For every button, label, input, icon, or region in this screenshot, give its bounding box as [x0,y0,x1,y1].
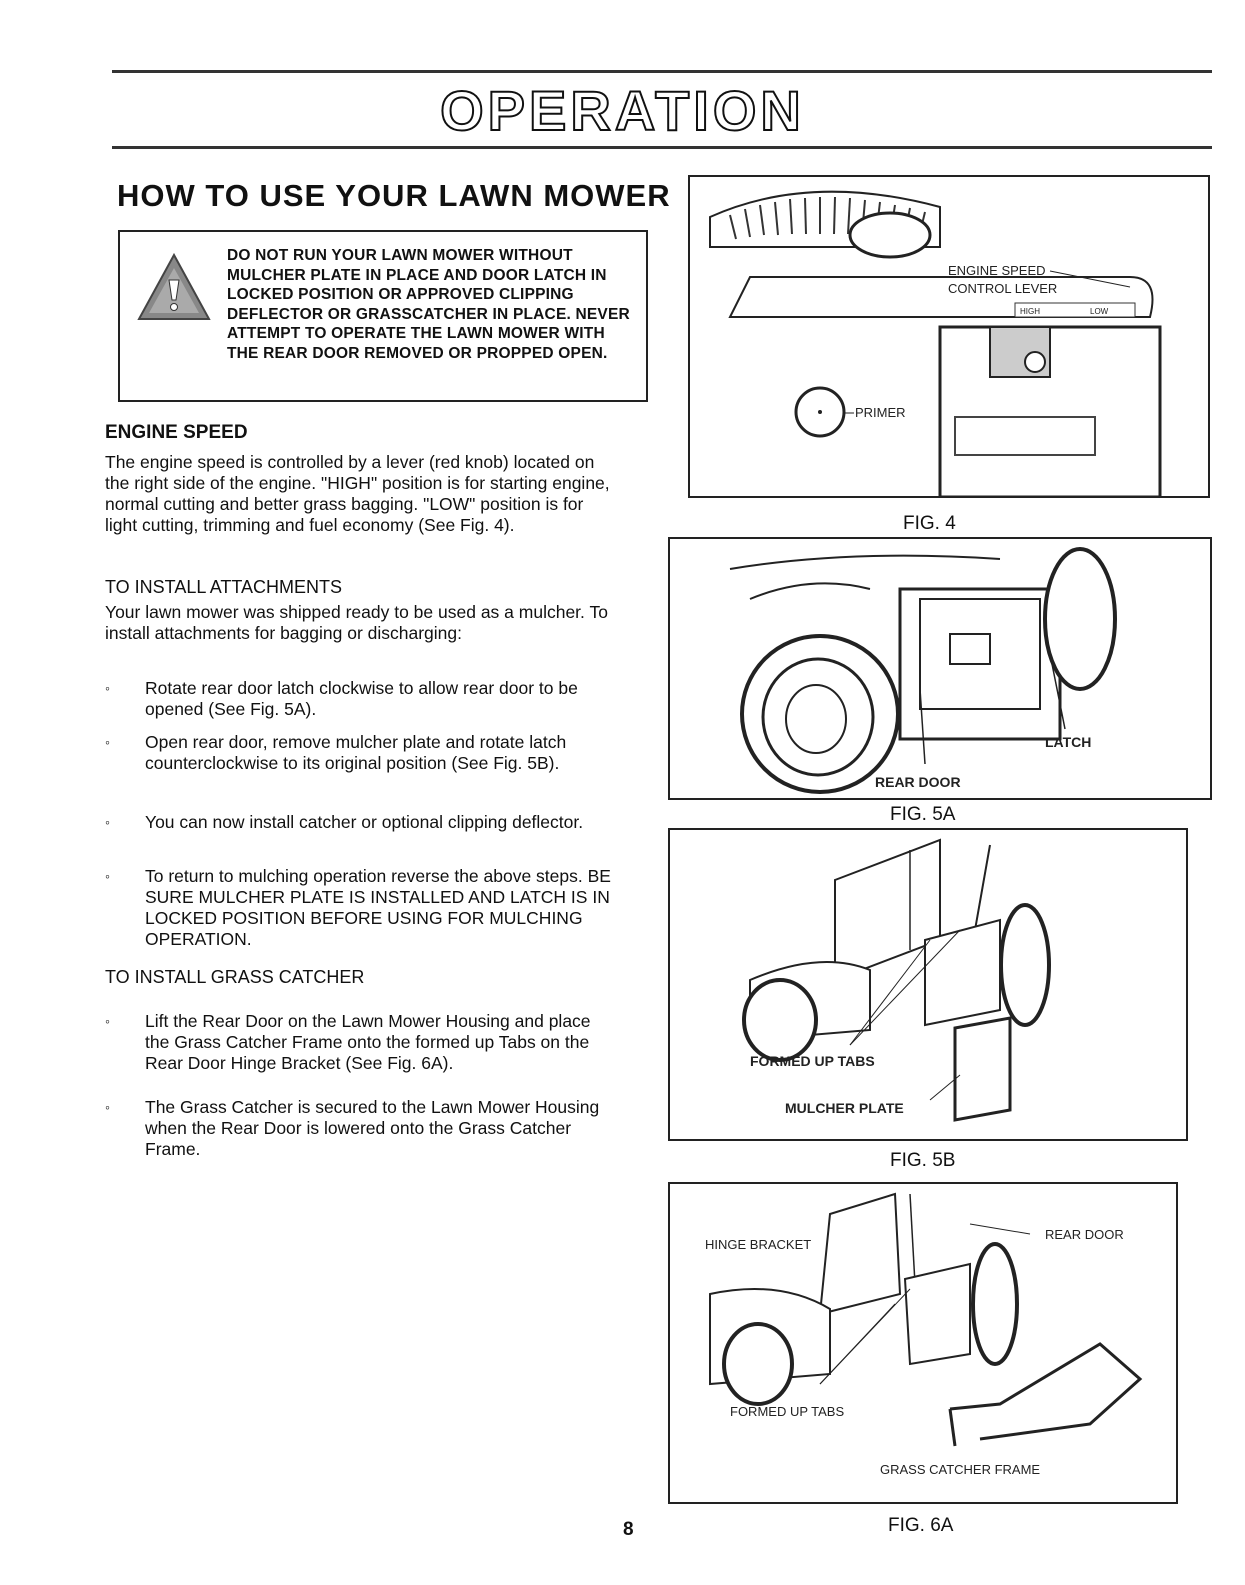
install-catcher-heading: TO INSTALL GRASS CATCHER [105,967,365,987]
bullet-icon: ◦ [105,1099,110,1115]
figure-6a: HINGE BRACKET REAR DOOR FORMED UP TABS G… [668,1182,1178,1504]
rear-door-latch-illustration: LATCH REAR DOOR [729,547,1117,794]
rear-door-label: REAR DOOR [1045,1227,1124,1242]
page-title: OPERATION [439,78,805,143]
page-number: 8 [623,1519,634,1540]
hinge-bracket-label: HINGE BRACKET [705,1237,811,1252]
figure-5b-caption: FIG. 5B [890,1150,956,1171]
primer-label: PRIMER [855,405,906,420]
warning-text: DO NOT RUN YOUR LAWN MOWER WITHOUT MULCH… [227,247,630,362]
bullet-icon: ◦ [105,680,110,696]
low-label: LOW [1090,307,1109,316]
bullet-text: Lift the Rear Door on the Lawn Mower Hou… [145,1011,591,1073]
bullet-text: Open rear door, remove mulcher plate and… [145,732,567,773]
bullet-text: To return to mulching operation reverse … [145,866,611,949]
bullet-icon: ◦ [105,868,110,884]
rear-door-label: REAR DOOR [875,774,961,790]
install-attachments-heading: TO INSTALL ATTACHMENTS [105,577,343,597]
figure-6a-caption: FIG. 6A [888,1515,954,1536]
figure-5a: LATCH REAR DOOR [668,537,1212,800]
list-item: ◦ You can now install catcher or optiona… [105,812,617,833]
title-rule [112,146,1212,149]
list-item: ◦ Lift the Rear Door on the Lawn Mower H… [105,1011,617,1074]
list-item: ◦ Open rear door, remove mulcher plate a… [105,732,617,774]
engine-speed-label: ENGINE SPEED [948,263,1046,278]
bullet-icon: ◦ [105,1013,110,1029]
bullet-icon: ◦ [105,814,110,830]
bullet-icon: ◦ [105,734,110,750]
grass-catcher-frame-label: GRASS CATCHER FRAME [880,1462,1040,1477]
bullet-text: The Grass Catcher is secured to the Lawn… [145,1097,600,1159]
section-title: HOW TO USE YOUR LAWN MOWER [117,178,671,213]
high-label: HIGH [1020,307,1040,316]
list-item: ◦ Rotate rear door latch clockwise to al… [105,678,617,720]
grass-catcher-frame-illustration: HINGE BRACKET REAR DOOR FORMED UP TABS G… [705,1192,1143,1477]
engine-speed-heading: ENGINE SPEED [105,422,248,443]
warning-triangle-icon [137,252,211,320]
mulcher-plate-label: MULCHER PLATE [785,1100,904,1116]
figure-4-caption: FIG. 4 [903,513,956,534]
formed-up-tabs-label: FORMED UP TABS [730,1404,844,1419]
warning-box: DO NOT RUN YOUR LAWN MOWER WITHOUT MULCH… [118,230,648,402]
install-attachments-intro: Your lawn mower was shipped ready to be … [105,602,608,643]
formed-up-tabs-label: FORMED UP TABS [750,1053,875,1069]
engine-speed-text: The engine speed is controlled by a leve… [105,452,610,535]
figure-4: HIGH LOW ENGINE SPEED CONTROL LEVER PRIM… [688,175,1210,499]
top-rule [112,70,1212,73]
control-lever-label: CONTROL LEVER [948,281,1057,296]
figure-5a-caption: FIG. 5A [890,804,956,825]
latch-label: LATCH [1045,734,1091,750]
figure-5b: FORMED UP TABS MULCHER PLATE [668,828,1188,1141]
bullet-text: Rotate rear door latch clockwise to allo… [145,678,578,719]
list-item: ◦ To return to mulching operation revers… [105,866,617,950]
bullet-text: You can now install catcher or optional … [145,812,584,832]
mulcher-plate-illustration: FORMED UP TABS MULCHER PLATE [742,838,1051,1122]
engine-illustration: HIGH LOW ENGINE SPEED CONTROL LEVER PRIM… [709,190,1162,499]
list-item: ◦ The Grass Catcher is secured to the La… [105,1097,617,1160]
